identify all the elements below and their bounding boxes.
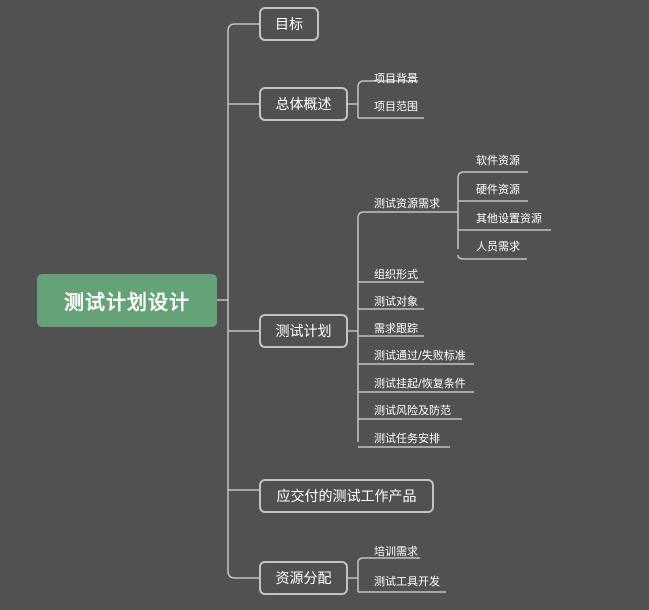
topic-goal[interactable]: 目标: [259, 7, 319, 41]
leaf-tool-development[interactable]: 测试工具开发: [374, 575, 440, 588]
leaf-hardware-resources[interactable]: 硬件资源: [476, 183, 520, 196]
topic-overview[interactable]: 总体概述: [259, 87, 348, 121]
leaf-training-needs[interactable]: 培训需求: [374, 545, 418, 558]
topic-deliverables[interactable]: 应交付的测试工作产品: [259, 479, 434, 513]
leaf-requirement-tracking[interactable]: 需求跟踪: [374, 322, 418, 335]
root-topic[interactable]: 测试计划设计: [37, 274, 217, 327]
leaf-task-schedule[interactable]: 测试任务安排: [374, 432, 440, 445]
leaf-project-scope[interactable]: 项目范围: [374, 100, 418, 113]
leaf-risks[interactable]: 测试风险及防范: [374, 404, 451, 417]
leaf-software-resources[interactable]: 软件资源: [476, 154, 520, 167]
leaf-project-background[interactable]: 项目背景: [374, 72, 418, 85]
leaf-staff-needs[interactable]: 人员需求: [476, 240, 520, 253]
leaf-test-objects[interactable]: 测试对象: [374, 295, 418, 308]
topic-test-plan[interactable]: 测试计划: [259, 314, 348, 348]
leaf-other-resources[interactable]: 其他设置资源: [476, 212, 542, 225]
leaf-pass-fail-criteria[interactable]: 测试通过/失败标准: [374, 349, 466, 362]
leaf-test-resources[interactable]: 测试资源需求: [374, 197, 440, 210]
leaf-organization[interactable]: 组织形式: [374, 268, 418, 281]
topic-allocation[interactable]: 资源分配: [259, 561, 348, 595]
leaf-suspend-resume[interactable]: 测试挂起/恢复条件: [374, 377, 466, 390]
